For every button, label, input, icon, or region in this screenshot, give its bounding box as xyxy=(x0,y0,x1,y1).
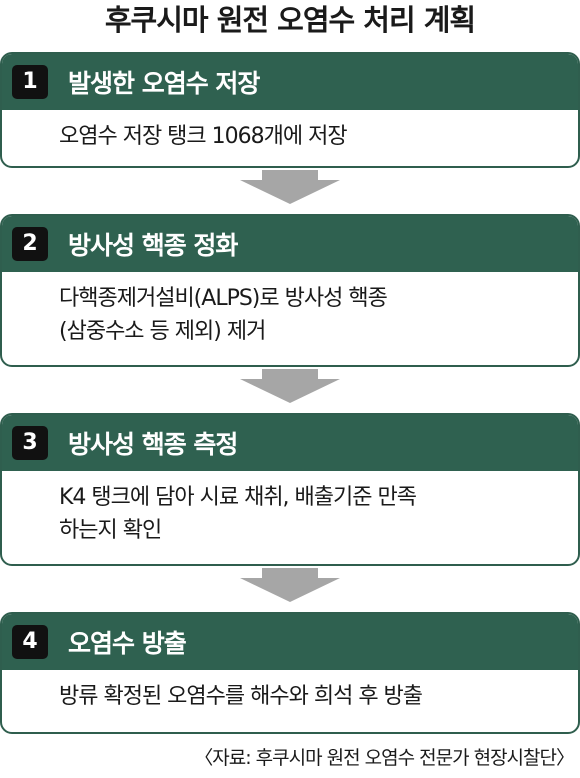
step-3-title: 방사성 핵종 측정 xyxy=(68,430,238,459)
step-2-line-1: 다핵종제거설비(ALPS)로 방사성 핵종 xyxy=(59,286,388,311)
step-1-body: 오염수 저장 탱크 1068개에 저장 xyxy=(2,110,578,153)
step-1-number: 1 xyxy=(12,65,48,99)
step-2-header: 2 방사성 핵종 정화 xyxy=(2,216,578,272)
diagram-title: 후쿠시마 원전 오염수 처리 계획 xyxy=(104,3,476,37)
step-4-number: 4 xyxy=(12,625,48,659)
step-1-header: 1 발생한 오염수 저장 xyxy=(2,54,578,110)
step-4-title: 오염수 방출 xyxy=(68,629,187,658)
step-2-box: 2 방사성 핵종 정화 다핵종제거설비(ALPS)로 방사성 핵종 (삼중수소 … xyxy=(0,214,580,367)
step-4-header: 4 오염수 방출 xyxy=(2,614,578,670)
step-3-line-1: K4 탱크에 담아 시료 채취, 배출기준 만족 xyxy=(59,485,417,510)
step-3-body: K4 탱크에 담아 시료 채취, 배출기준 만족 하는지 확인 xyxy=(2,471,578,547)
step-4-line-1: 방류 확정된 오염수를 해수와 희석 후 방출 xyxy=(59,684,423,709)
step-3-number: 3 xyxy=(12,426,48,460)
step-2-number: 2 xyxy=(12,227,48,261)
down-arrow-icon-1 xyxy=(240,170,340,204)
step-2-body: 다핵종제거설비(ALPS)로 방사성 핵종 (삼중수소 등 제외) 제거 xyxy=(2,272,578,348)
down-arrow-icon-3 xyxy=(240,568,340,602)
source-note: 〈자료: 후쿠시마 원전 오염수 전문가 현장시찰단〉 xyxy=(194,747,575,769)
step-1-line-1: 오염수 저장 탱크 1068개에 저장 xyxy=(59,124,348,149)
step-2-line-2: (삼중수소 등 제외) 제거 xyxy=(59,319,266,344)
step-1-title: 발생한 오염수 저장 xyxy=(68,69,260,98)
step-3-box: 3 방사성 핵종 측정 K4 탱크에 담아 시료 채취, 배출기준 만족 하는지… xyxy=(0,413,580,566)
step-4-body: 방류 확정된 오염수를 해수와 희석 후 방출 xyxy=(2,670,578,713)
step-4-box: 4 오염수 방출 방류 확정된 오염수를 해수와 희석 후 방출 xyxy=(0,612,580,734)
down-arrow-icon-2 xyxy=(240,369,340,403)
step-1-box: 1 발생한 오염수 저장 오염수 저장 탱크 1068개에 저장 xyxy=(0,52,580,168)
step-3-line-2: 하는지 확인 xyxy=(59,518,162,543)
step-2-title: 방사성 핵종 정화 xyxy=(68,231,238,260)
step-3-header: 3 방사성 핵종 측정 xyxy=(2,415,578,471)
